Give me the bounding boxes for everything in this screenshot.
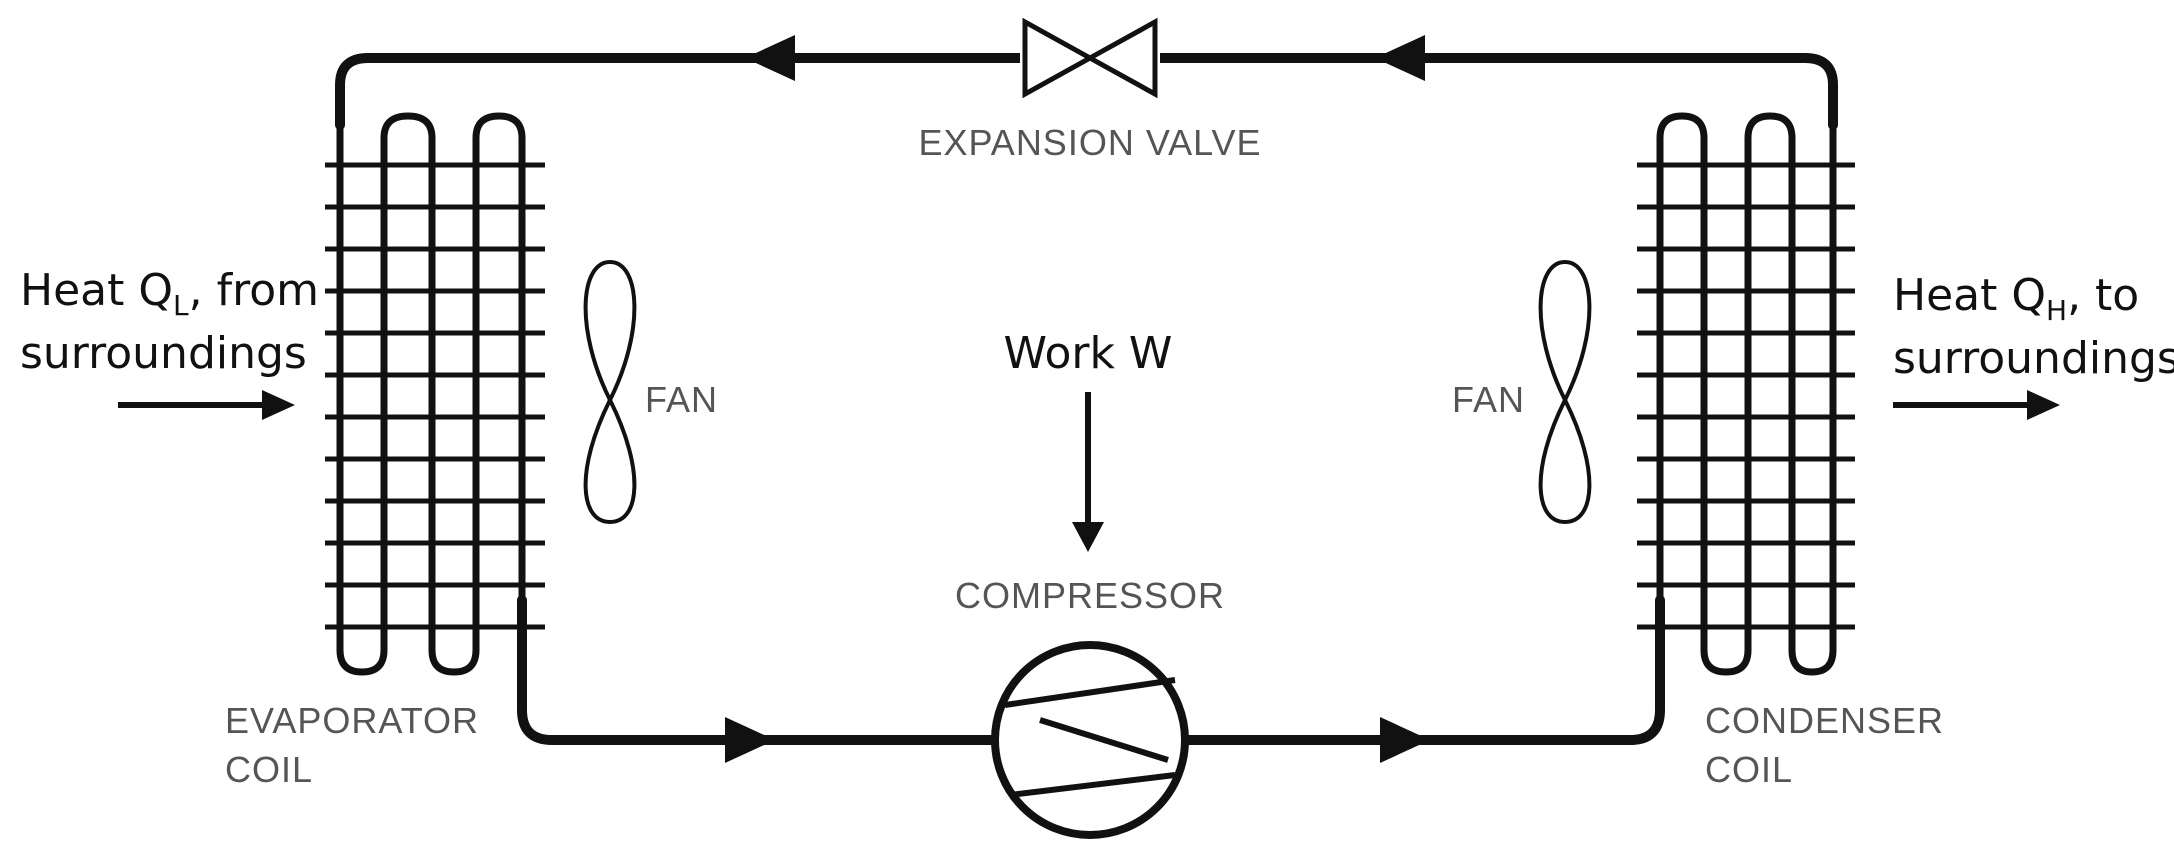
- fan-left-icon: [583, 259, 637, 525]
- heat-in-label-line1: Heat QL, from: [20, 265, 319, 322]
- heat-out-arrow-icon: [1893, 390, 2060, 420]
- fan-right-icon: [1538, 259, 1592, 525]
- expansion-valve-label: EXPANSION VALVE: [918, 122, 1261, 163]
- condenser-serpentine-tube: [1656, 112, 1837, 676]
- flow-arrow-top-right: [1375, 35, 1425, 81]
- expansion-valve-icon: [1020, 17, 1160, 99]
- work-label: Work W: [1004, 328, 1173, 379]
- heat-out-label-line1: Heat QH, to: [1893, 270, 2139, 327]
- bottom-pipe-left: [517, 595, 1005, 745]
- compressor-icon: [991, 641, 1189, 839]
- condenser-label-line1: CONDENSER: [1705, 700, 1944, 741]
- condenser-coil: [1637, 112, 1855, 676]
- flow-arrow-bottom-left: [725, 717, 775, 763]
- evaporator-label-line2: COIL: [225, 749, 313, 790]
- flow-arrow-bottom-right: [1380, 717, 1430, 763]
- fan-left-label: FAN: [645, 379, 718, 420]
- evaporator-serpentine-tube: [336, 112, 526, 676]
- condenser-label-line2: COIL: [1705, 749, 1793, 790]
- fan-right-label: FAN: [1452, 379, 1525, 420]
- heat-out-label-line2: surroundings: [1893, 333, 2174, 384]
- evaporator-coil: [325, 112, 545, 676]
- compressor-label: COMPRESSOR: [955, 575, 1225, 616]
- evaporator-label-line1: EVAPORATOR: [225, 700, 479, 741]
- work-arrow-icon: [1072, 392, 1104, 552]
- flow-arrow-top-left: [745, 35, 795, 81]
- heat-in-label-line2: surroundings: [20, 328, 307, 379]
- bottom-pipe-right: [1175, 595, 1665, 745]
- heat-in-arrow-icon: [118, 390, 295, 420]
